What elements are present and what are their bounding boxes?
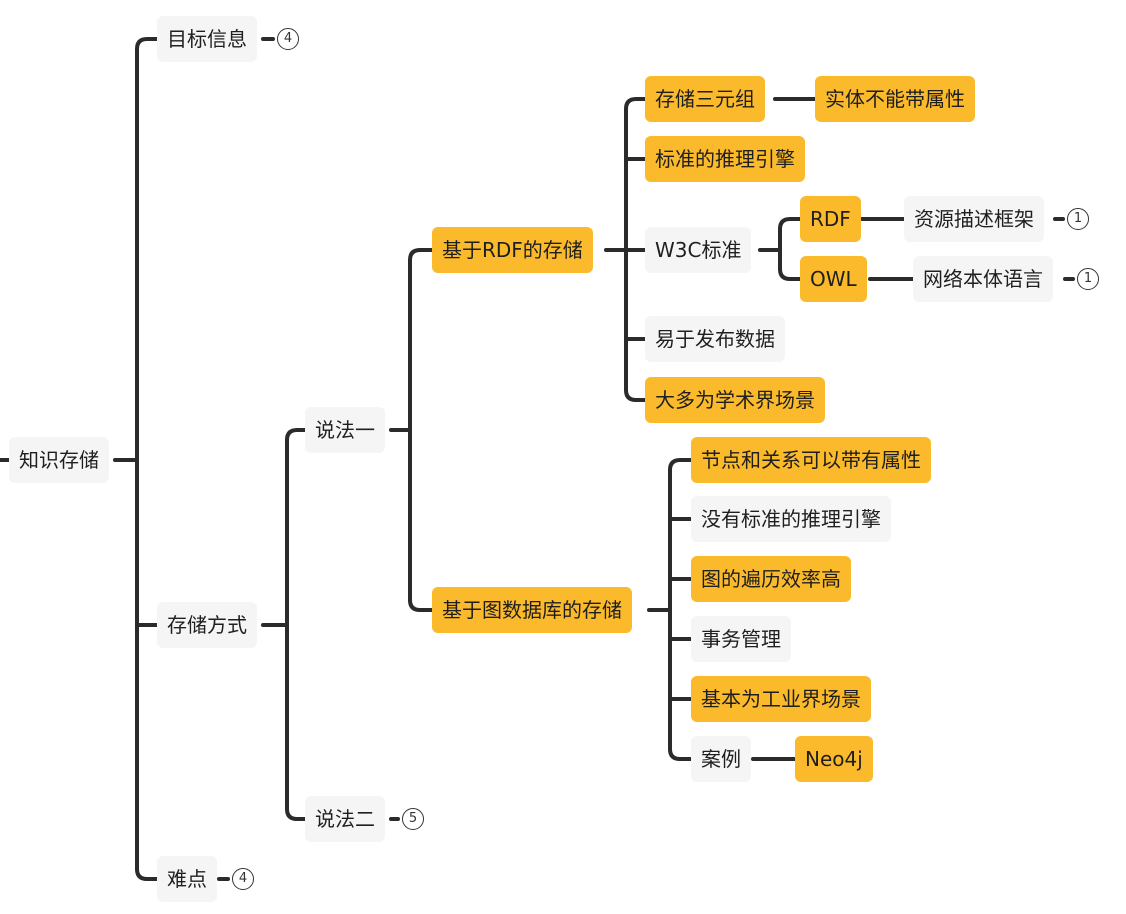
node-store-triples[interactable]: 存储三元组 (645, 76, 765, 122)
node-web-ontology-language[interactable]: 网络本体语言 (913, 256, 1053, 302)
collapsed-count-badge-difficulty[interactable]: 4 (232, 868, 254, 890)
w3c-branch (778, 217, 802, 231)
node-easy-publish[interactable]: 易于发布数据 (645, 316, 785, 362)
node-neo4j[interactable]: Neo4j (795, 736, 873, 782)
node-view-2[interactable]: 说法二 (305, 796, 385, 842)
node-rdf[interactable]: RDF (800, 196, 861, 242)
node-rdf-storage[interactable]: 基于RDF的存储 (432, 227, 593, 273)
graphdb-branch (668, 747, 693, 761)
node-owl[interactable]: OWL (800, 256, 867, 302)
root-branch (135, 37, 159, 51)
node-academic-scenarios[interactable]: 大多为学术界场景 (645, 377, 825, 423)
node-resource-description-framework[interactable]: 资源描述框架 (904, 196, 1044, 242)
node-traversal-efficiency[interactable]: 图的遍历效率高 (691, 556, 851, 602)
collapsed-count-badge-owl[interactable]: 1 (1077, 268, 1099, 290)
view1-branch (408, 248, 434, 262)
storage-branch (285, 807, 307, 821)
graphdb-branch (668, 458, 693, 472)
node-industry-scenarios[interactable]: 基本为工业界场景 (691, 676, 871, 722)
node-difficulty[interactable]: 难点 (157, 856, 217, 902)
node-cases[interactable]: 案例 (691, 736, 751, 782)
node-transaction-management[interactable]: 事务管理 (691, 616, 791, 662)
node-standard-inference[interactable]: 标准的推理引擎 (645, 136, 805, 182)
rdf-storage-branch (624, 388, 647, 402)
w3c-branch (778, 267, 802, 281)
node-entity-no-attrs[interactable]: 实体不能带属性 (815, 76, 975, 122)
node-goal-info[interactable]: 目标信息 (157, 16, 257, 62)
collapsed-count-badge-goal[interactable]: 4 (277, 28, 299, 50)
node-view-1[interactable]: 说法一 (305, 407, 385, 453)
node-node-relation-attrs[interactable]: 节点和关系可以带有属性 (691, 437, 931, 483)
root-branch (135, 867, 159, 881)
view1-branch (408, 598, 434, 612)
node-graphdb-storage[interactable]: 基于图数据库的存储 (432, 587, 632, 633)
rdf-storage-branch (624, 97, 647, 111)
node-no-standard-inference[interactable]: 没有标准的推理引擎 (691, 496, 891, 542)
collapsed-count-badge-view-2[interactable]: 5 (402, 808, 424, 830)
node-w3c-standard[interactable]: W3C标准 (645, 227, 752, 273)
storage-branch (285, 428, 307, 442)
node-root[interactable]: 知识存储 (9, 437, 109, 483)
node-storage-method[interactable]: 存储方式 (157, 602, 257, 648)
collapsed-count-badge-rdf[interactable]: 1 (1067, 208, 1089, 230)
